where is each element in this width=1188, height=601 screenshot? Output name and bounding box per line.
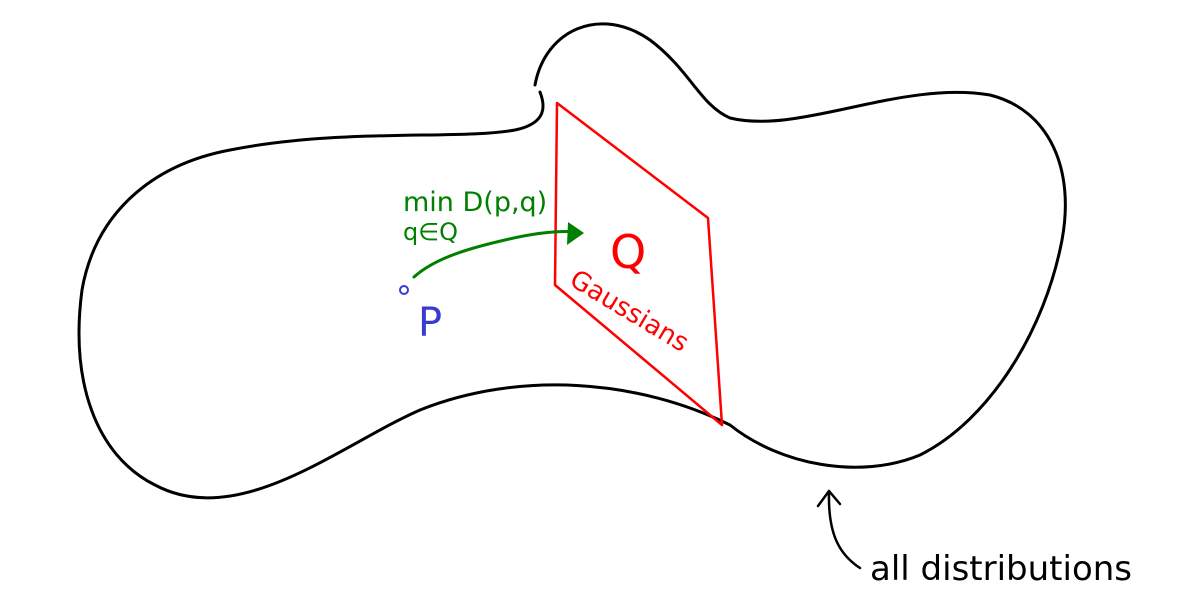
all-distributions-label: all distributions bbox=[870, 549, 1132, 589]
set-q-label: Q bbox=[610, 225, 646, 279]
point-p-dot bbox=[399, 285, 409, 295]
gaussians-subset-plane bbox=[553, 101, 724, 427]
objective-line1: min D(p,q) bbox=[403, 187, 547, 218]
projection-arrowhead bbox=[567, 222, 584, 245]
outer-region-pointer-arrow bbox=[827, 491, 862, 570]
objective-line2: q∈Q bbox=[403, 218, 458, 246]
all-distributions-region bbox=[77, 22, 1067, 500]
projection-arrow bbox=[412, 230, 580, 279]
point-p-label: P bbox=[418, 300, 442, 346]
outer-region-pointer-head bbox=[816, 489, 842, 508]
